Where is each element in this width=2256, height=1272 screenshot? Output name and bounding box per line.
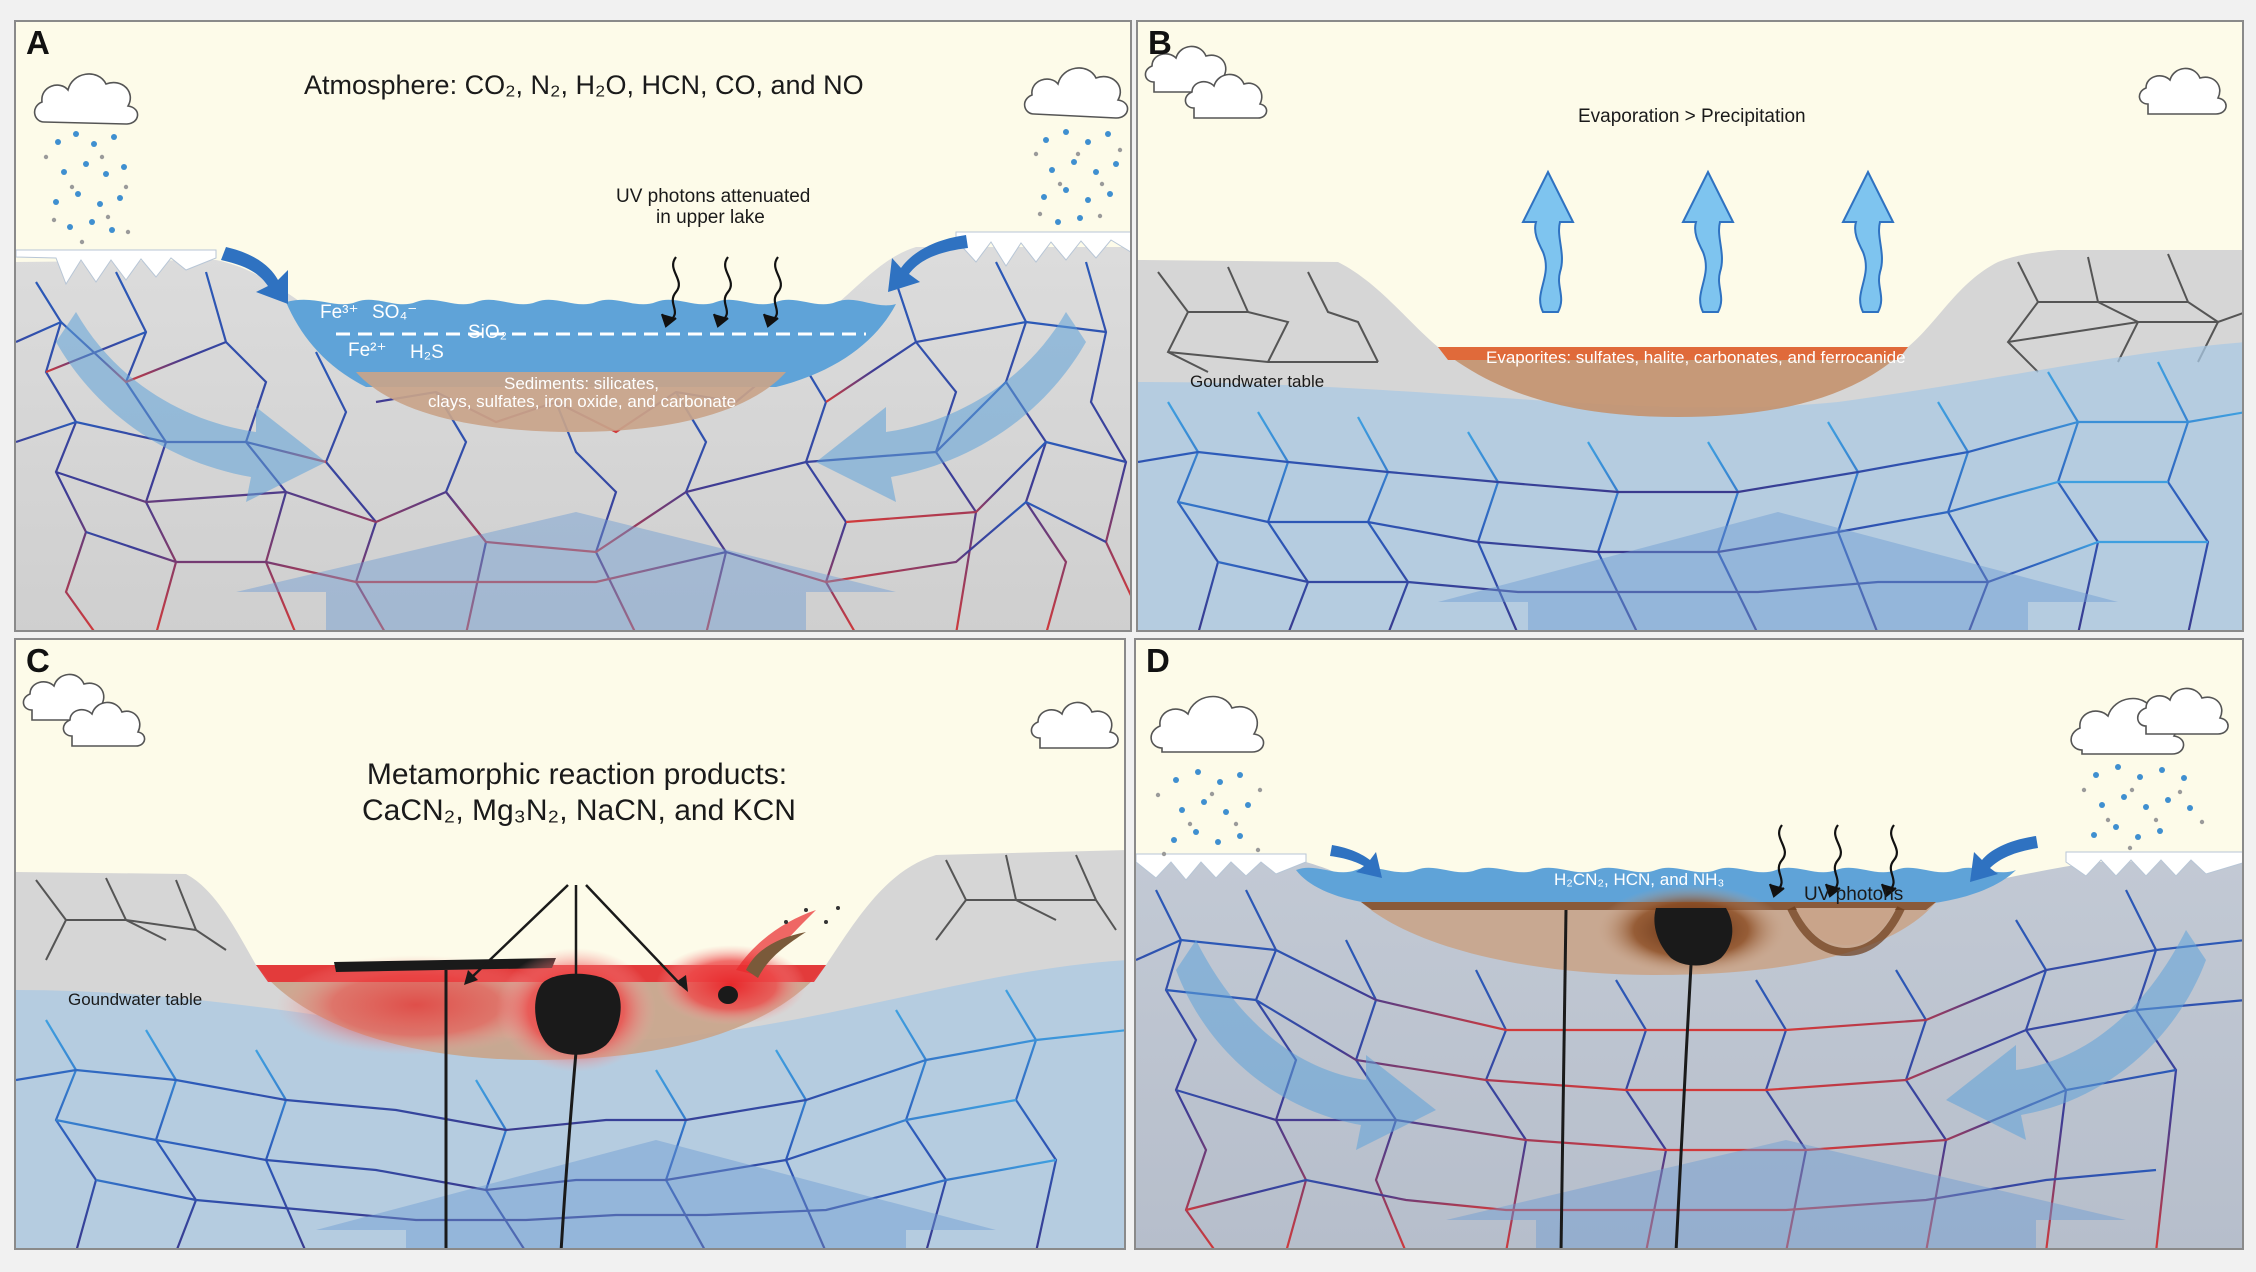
cloud-left [1144,45,1268,119]
impact-heat [656,945,806,1025]
upper-cracks [1157,253,2242,373]
intrusion-body [1654,908,1733,966]
rain-left [1171,769,1251,845]
evaporites-label: Evaporites: sulfates, halite, carbonates… [1486,348,1906,367]
panel-a-label: A [26,24,50,61]
inflow-arrow-left [221,247,288,304]
panel-b-scene [1138,22,2242,630]
snow-right [955,231,1130,267]
ejecta-dots [784,906,840,924]
cloud-left [33,73,139,125]
snow-right-flakes [1033,147,1123,219]
species-fe3: Fe³⁺ [320,302,359,323]
panel-d-scene [1136,640,2242,1248]
flow-arrow-right [816,312,1086,502]
flow-arrow-left [56,312,326,502]
pointer-heads [464,970,688,1006]
intrusion-sill [334,958,556,972]
panel-b: B Evaporation > Precipitation Evaporites… [1136,20,2244,632]
uv-note-line1: UV photons attenuated [616,186,811,207]
feeder-dikes [444,970,578,1248]
cloud-left [22,673,146,747]
evaporation-arrows [1521,169,1895,313]
lake [286,299,896,387]
inflow-arrow-left [1330,845,1382,878]
snow-right-flakes [2081,787,2205,851]
snow-left [1136,853,1307,881]
pointer-lines [470,884,682,990]
upwelling-arrow [236,512,896,630]
species-h2s: H₂S [410,342,444,363]
species-fe2: Fe²⁺ [348,340,387,361]
evaporite-basin [1438,347,1908,417]
crater-rim [1787,906,1905,957]
metamorphic-title-line1: Metamorphic reaction products: [366,758,788,791]
panel-d: D UV photons H₂CN₂, HCN, and NH₃ [1134,638,2244,1250]
panel-d-label: D [1146,642,1170,679]
upwelling-arrow [1446,1140,2126,1248]
inflow-arrow-right [1970,836,2038,882]
groundwater-label: Goundwater table [1190,372,1325,391]
rain-right [2091,764,2193,840]
cloud-right [1023,67,1129,119]
atmosphere-title: Atmosphere: CO₂, N₂, H₂O, HCN, CO, and N… [304,70,864,100]
sediments-line2: clays, sulfates, iron oxide, and carbona… [428,392,737,411]
panel-a: A Atmosphere: CO₂, N₂, H₂O, HCN, CO, and… [14,20,1132,632]
panel-b-label: B [1148,24,1172,61]
upwelling-arrow [316,1140,996,1248]
cloud-right [2070,687,2229,755]
sediments-line1: Sediments: silicates, [504,374,659,393]
cloud-right [1030,701,1119,749]
rain-left [53,131,127,233]
feeder-dikes [1559,909,1693,1248]
snow-left-flakes [1155,787,1263,857]
crater-fill [1796,908,1896,945]
inflow-arrow-right [888,235,968,292]
groundwater-zone [16,960,1124,1248]
rock-cracks [1138,361,2242,630]
upwelling-arrow [1438,512,2118,630]
snow-left-flakes [43,154,131,245]
groundwater-zone [1138,342,2242,630]
impactor [718,986,738,1004]
flow-arrow-right [1946,930,2206,1140]
panel-c-label: C [26,642,50,679]
intrusion-body [535,973,621,1055]
cloud-right [2138,67,2227,115]
uv-photon-arrows [660,256,782,328]
sediments [356,372,786,432]
panel-c-scene [16,640,1124,1248]
uv-note-line2: in upper lake [656,207,765,228]
rain-right [1041,129,1119,225]
cloud-left [1150,695,1265,753]
heat-halo-left [276,955,556,1055]
species-so4: SO₄⁻ [372,302,418,323]
upper-cracks [35,854,1117,961]
evaporation-note: Evaporation > Precipitation [1578,106,1806,127]
panel-a-scene [16,22,1130,630]
impact-ejecta [746,932,806,978]
panel-c: C Metamorphic reaction products: CaCN₂, … [14,638,1126,1250]
groundwater-label: Goundwater table [68,990,203,1009]
ground [1136,860,2242,1248]
species-sio2: SiO₂ [468,322,508,343]
uv-photons-note: UV photons [1804,884,1904,905]
lake-products-label: H₂CN₂, HCN, and NH₃ [1554,870,1725,889]
snow-right [2065,851,2242,877]
evaporite-layer [1438,347,1908,360]
rock-cracks [16,989,1124,1248]
uv-photon-arrows [1768,824,1898,898]
metamorphic-title-line2: CaCN₂, Mg₃N₂, NaCN, and KCN [362,794,796,827]
flow-arrow-left [1176,940,1436,1150]
snow-left [16,249,217,286]
